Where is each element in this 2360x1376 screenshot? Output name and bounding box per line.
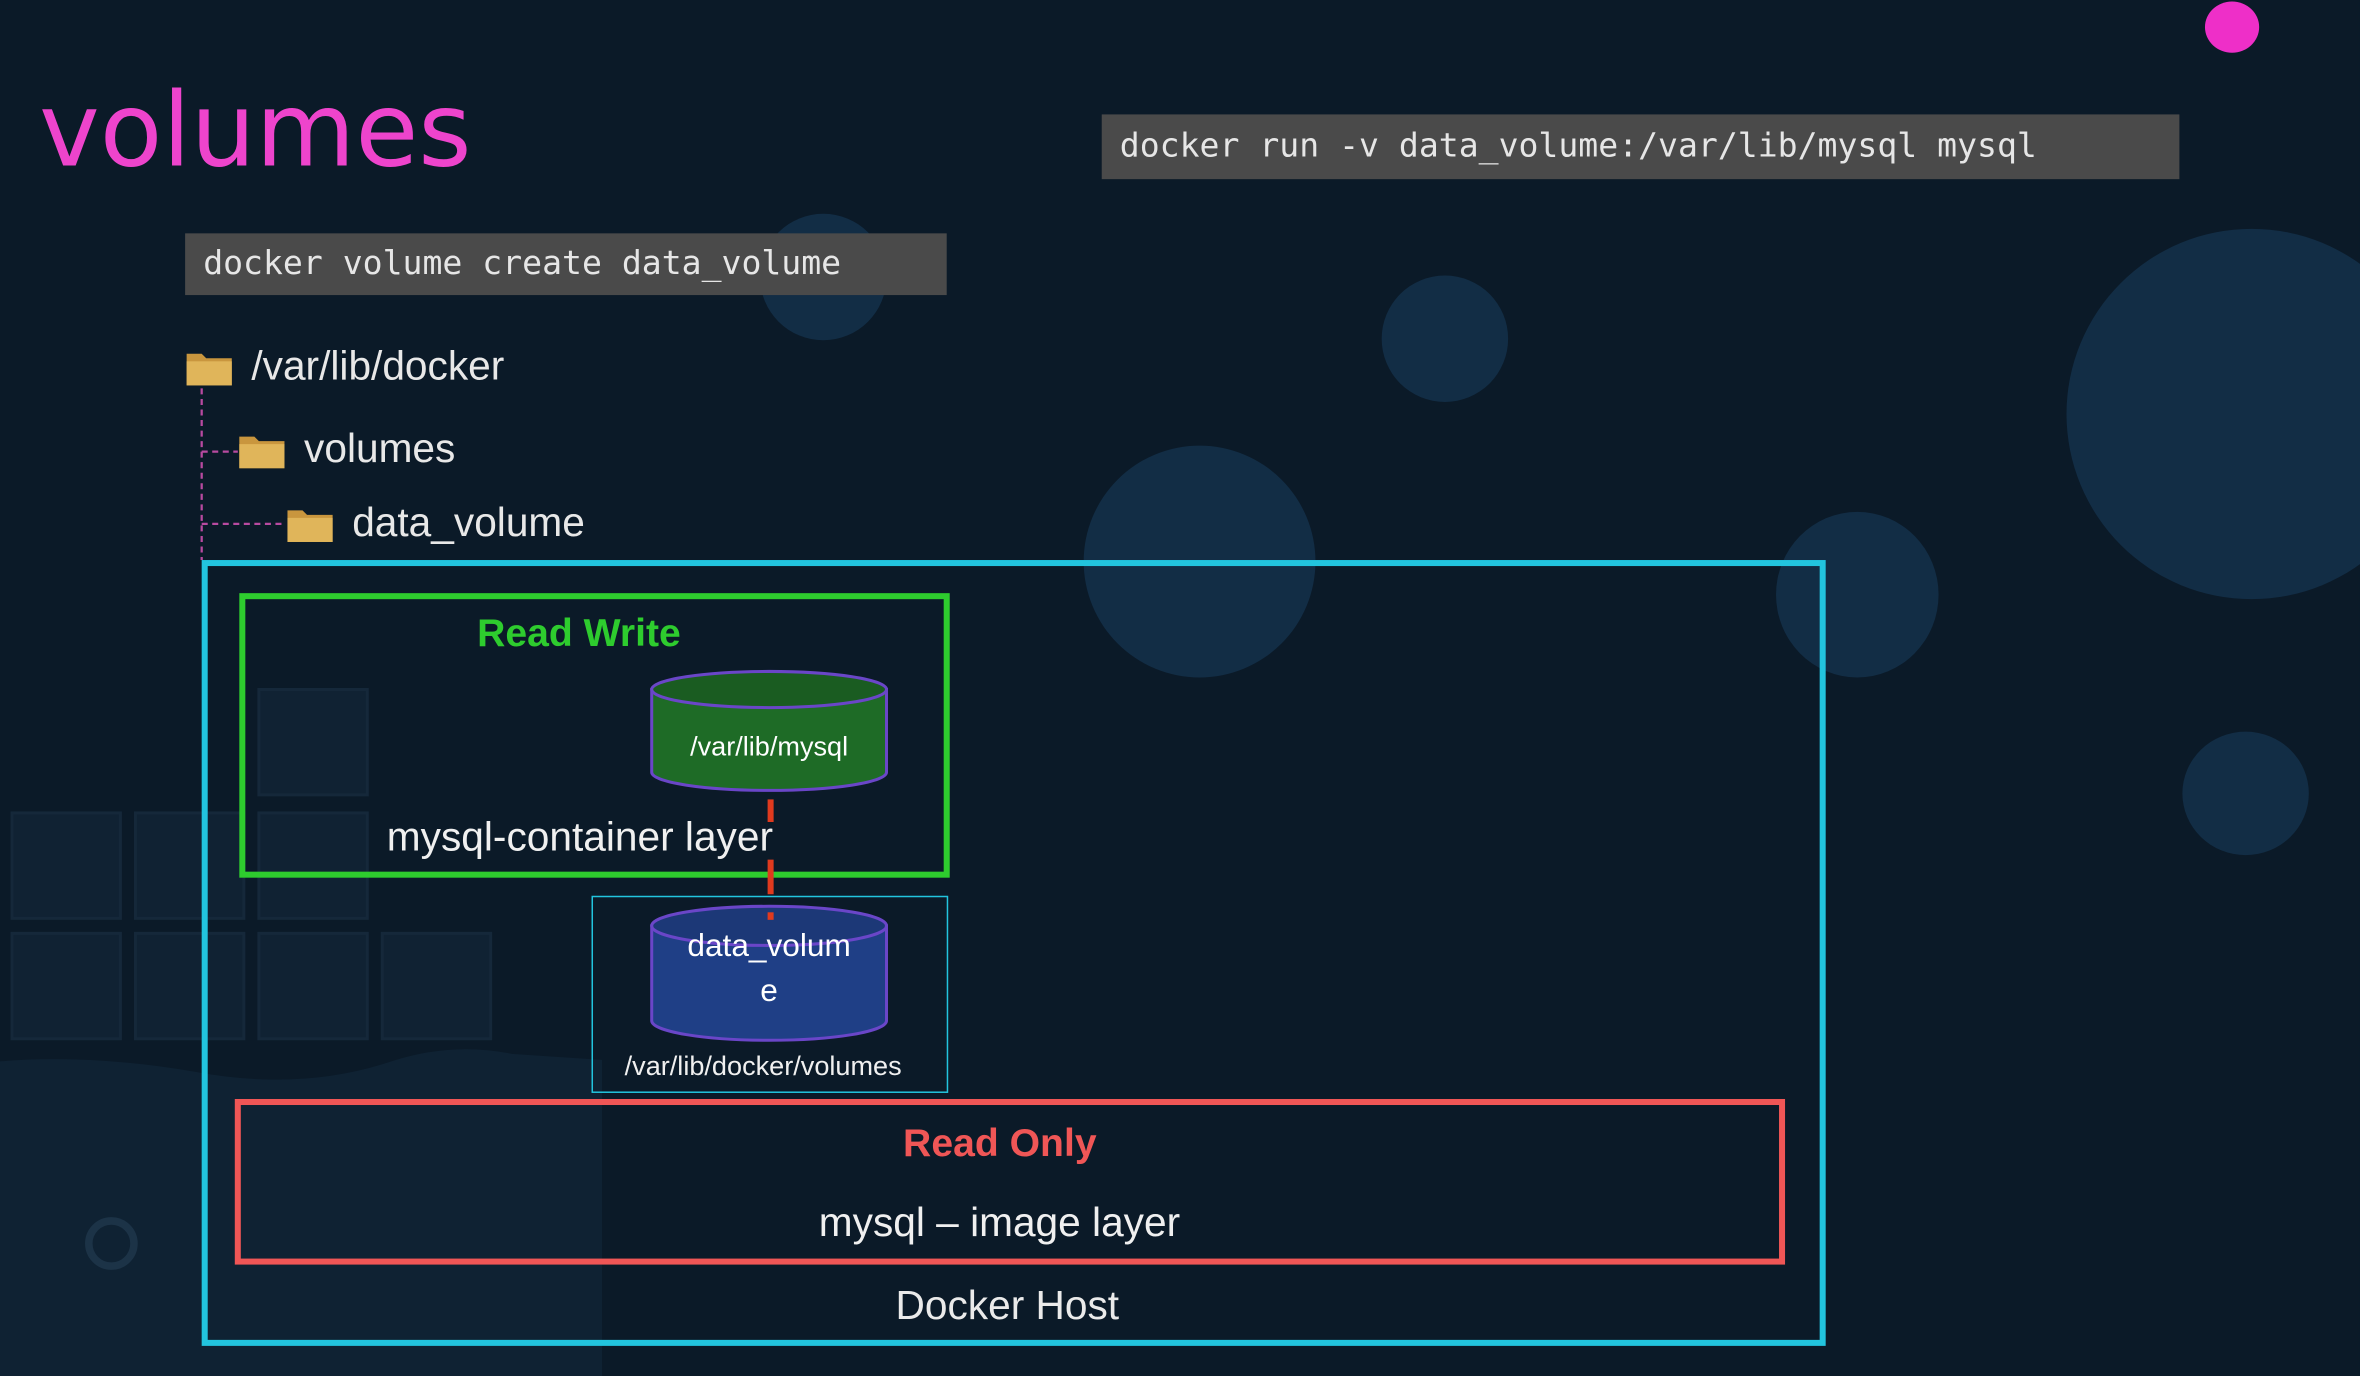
folder-icon <box>239 436 285 469</box>
image-layer-label: mysql – image layer <box>818 1199 1181 1246</box>
accent-dot <box>2204 1 2260 53</box>
background-circle <box>2066 228 2360 600</box>
volume-cylinder <box>650 904 889 1042</box>
read-only-label: Read Only <box>903 1120 1097 1166</box>
background-circle <box>1381 275 1509 402</box>
background-circle <box>1776 511 1939 678</box>
volume-path-label: /var/lib/docker/volumes <box>624 1050 902 1081</box>
docker-host-label: Docker Host <box>895 1282 1120 1328</box>
read-write-label: Read Write <box>477 609 681 655</box>
volume-name-line2: e <box>760 974 778 1009</box>
container-layer-label: mysql-container layer <box>386 814 774 860</box>
volume-name-label: data_volum e <box>652 924 887 1014</box>
read-only-layer-box <box>234 1098 1786 1265</box>
docker-volume-create-command: docker volume create data_volume <box>185 233 947 296</box>
volume-name-line1: data_volum <box>687 928 851 964</box>
mysql-path-label: /var/lib/mysql <box>690 731 849 762</box>
read-write-layer-box <box>239 593 950 878</box>
background-circle <box>2182 731 2309 856</box>
tree-root-label: /var/lib/docker <box>251 343 505 389</box>
docker-host-box <box>201 560 1826 1346</box>
folder-icon <box>186 353 232 386</box>
mysql-cylinder <box>650 669 889 792</box>
page-title: volumes <box>39 72 472 192</box>
docker-run-command: docker run -v data_volume:/var/lib/mysql… <box>1101 114 2180 180</box>
data-volume-box <box>591 895 949 1093</box>
tree-child-label: volumes <box>304 426 456 472</box>
folder-icon <box>287 510 333 542</box>
tree-grandchild-label: data_volume <box>352 499 585 545</box>
